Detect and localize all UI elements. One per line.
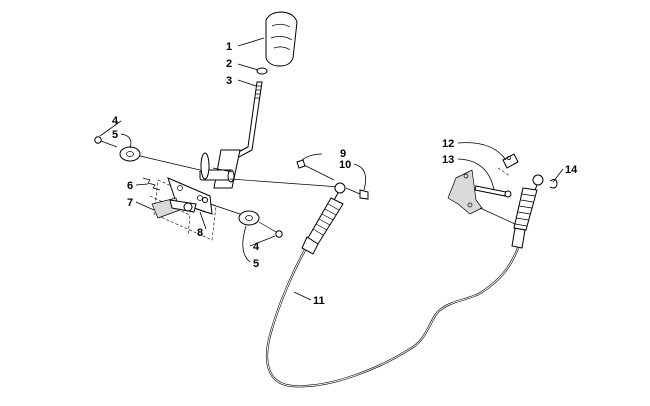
cable-end-bolt — [296, 159, 335, 181]
callout-11: 11 — [313, 295, 325, 307]
callout-9: 9 — [340, 148, 346, 160]
callout-7: 7 — [127, 197, 133, 209]
callout-6: 6 — [127, 180, 133, 192]
linkage-line — [229, 178, 341, 188]
callout-1: 1 — [226, 41, 232, 53]
lower-pivot-screw — [258, 221, 283, 238]
mount-bolt — [474, 185, 512, 198]
upper-cup-washer — [119, 146, 201, 171]
callout-5-upper: 5 — [112, 129, 118, 141]
callout-8: 8 — [197, 227, 203, 239]
callout-14: 14 — [565, 164, 578, 176]
callout-2: 2 — [226, 58, 232, 70]
callout-leaders — [99, 37, 564, 301]
callout-4-lower: 4 — [253, 241, 260, 253]
cable-mount-bracket — [447, 169, 483, 215]
shift-knob — [265, 11, 298, 67]
detent-ball — [202, 197, 208, 203]
callout-5-lower: 5 — [253, 258, 259, 270]
detent-spring — [142, 177, 161, 191]
callout-10: 10 — [339, 159, 351, 171]
cable-clip — [549, 179, 558, 189]
mount-hardware — [479, 153, 519, 225]
callout-13: 13 — [442, 154, 454, 166]
knob-washer — [256, 67, 268, 75]
cable-end-nut — [345, 187, 369, 200]
callout-4-upper: 4 — [112, 115, 119, 127]
callout-3: 3 — [226, 75, 232, 87]
lever-pivot-shaft — [199, 152, 235, 183]
shift-cable — [266, 174, 544, 388]
upper-pivot-screw — [94, 136, 118, 148]
lower-cup-washer — [209, 203, 260, 226]
callout-12: 12 — [442, 138, 454, 150]
shift-arm — [151, 197, 197, 219]
